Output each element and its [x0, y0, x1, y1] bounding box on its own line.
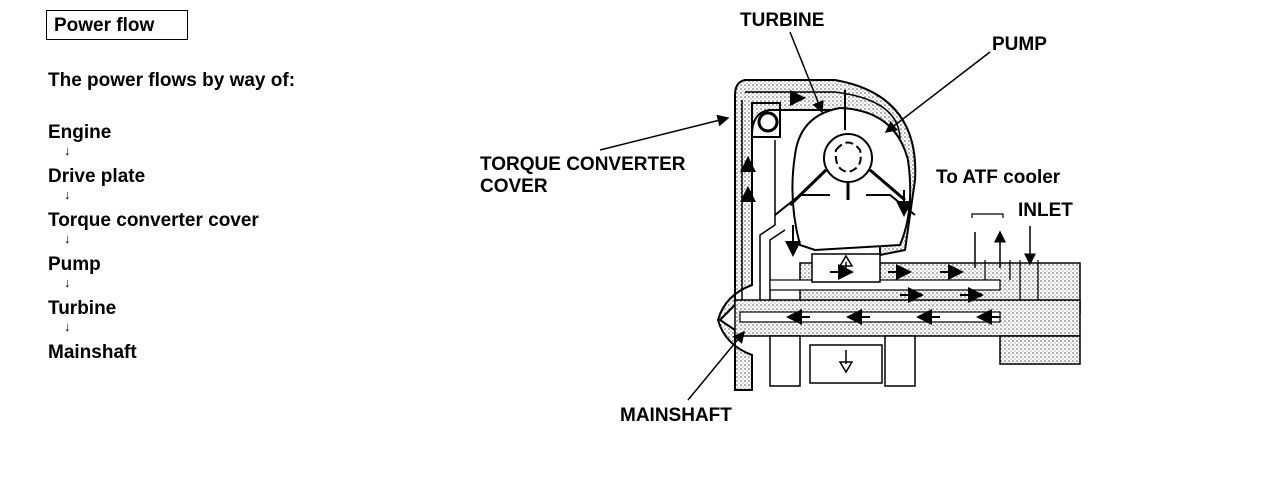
mainshaft-leader-line — [687, 330, 745, 401]
down-arrow-icon: ↓ — [64, 231, 71, 246]
lower-shaft-section — [999, 335, 1081, 365]
bolt-ring — [757, 111, 779, 133]
torque-converter-cover-housing — [716, 79, 917, 391]
pump-label: PUMP — [992, 34, 1047, 55]
cover-label-line1: TORQUE CONVERTER — [480, 154, 686, 175]
flow-step: Engine↓ — [48, 121, 259, 165]
flow-step: Drive plate↓ — [48, 165, 259, 209]
flow-step: Mainshaft — [48, 341, 259, 385]
pump-leader-line — [884, 51, 991, 133]
turbine-label: TURBINE — [740, 10, 825, 31]
cover-inner-wall — [745, 91, 901, 141]
mainshaft-label: MAINSHAFT — [620, 405, 732, 426]
flow-step-pump: Pump — [48, 254, 101, 275]
flow-step-torque-converter-cover: Torque converter cover — [48, 210, 259, 231]
down-arrow-icon: ↓ — [64, 275, 71, 290]
section-heading-box: Power flow — [46, 10, 188, 40]
turbine-leader-line — [789, 31, 824, 114]
port-walls — [984, 260, 1039, 300]
cover-leader-line — [599, 114, 730, 151]
flow-step: Pump↓ — [48, 253, 259, 297]
section-heading: Power flow — [54, 15, 155, 36]
power-flow-list: Engine↓ Drive plate↓ Torque converter co… — [48, 121, 259, 385]
atf-cooler-port — [974, 232, 1000, 268]
down-arrow-icon: ↓ — [64, 187, 71, 202]
inlet-label: INLET — [1018, 200, 1073, 221]
flow-step-mainshaft: Mainshaft — [48, 342, 137, 363]
flow-step-drive-plate: Drive plate — [48, 166, 146, 187]
intro-text: The power flows by way of: — [48, 70, 296, 91]
down-arrow-icon — [838, 350, 854, 374]
fluid-path-outer — [759, 140, 776, 300]
down-arrow-icon: ↓ — [64, 319, 71, 334]
shaft-oil-passage — [769, 279, 1001, 291]
atf-cooler-label: To ATF cooler — [936, 167, 1061, 188]
flow-step-turbine: Turbine — [48, 298, 117, 319]
pump-turbine-body — [791, 106, 912, 252]
lower-housing-right — [884, 335, 916, 387]
stator-core — [834, 141, 862, 174]
bolt-boss — [751, 102, 781, 138]
lower-housing — [769, 335, 801, 387]
down-arrow-icon: ↓ — [64, 143, 71, 158]
flow-step: Torque converter cover↓ — [48, 209, 259, 253]
flow-step-engine: Engine — [48, 122, 112, 143]
atf-cooler-bracket — [971, 213, 1004, 218]
cover-label-line2: COVER — [480, 176, 548, 197]
flow-step: Turbine↓ — [48, 297, 259, 341]
